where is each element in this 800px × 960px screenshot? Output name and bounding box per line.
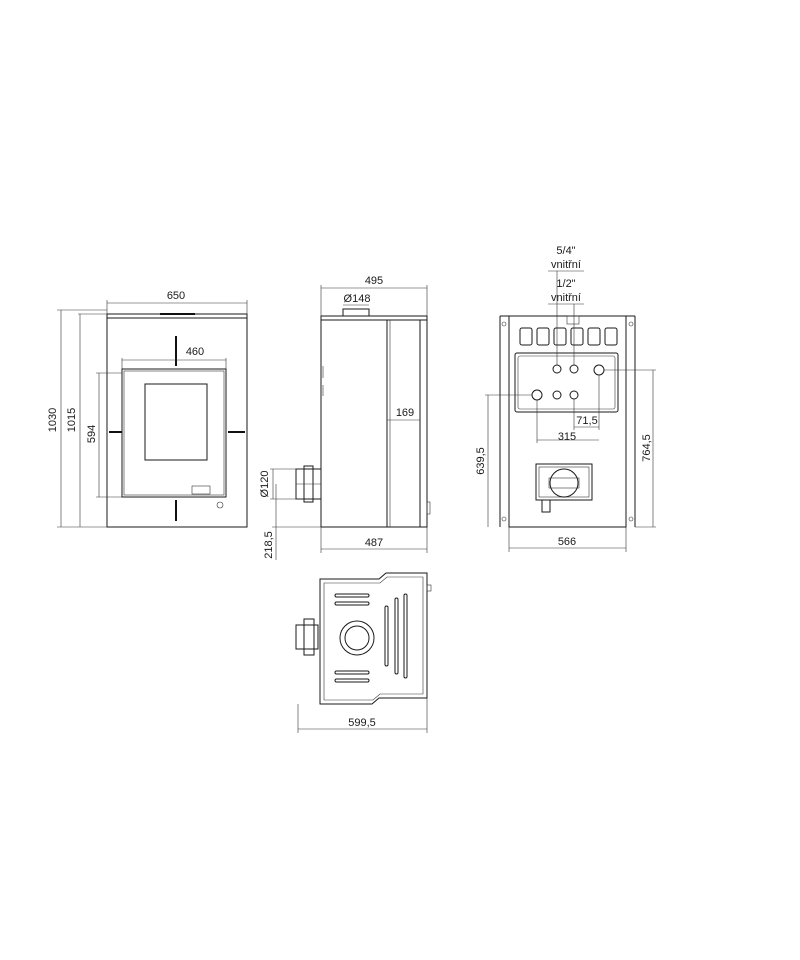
front-door-glass — [144, 383, 208, 461]
top-view: 599,5 — [295, 572, 432, 733]
back-connection-top-right — [569, 364, 579, 374]
back-fan-housing — [535, 463, 593, 501]
front-view: 650 460 1030 1015 594 — [47, 290, 248, 528]
back-body-outline — [508, 315, 627, 528]
dim-front-door-width: 460 — [186, 346, 204, 358]
front-door-outline — [121, 368, 227, 498]
front-door-handle — [191, 485, 211, 495]
back-connection-bottom-left — [552, 390, 562, 400]
side-top-flue — [342, 308, 370, 317]
side-view: 495 Ø148 169 Ø120 218,5 487 — [259, 275, 431, 560]
dim-side-flue-diameter: Ø148 — [344, 293, 371, 305]
dim-back-width: 566 — [558, 536, 576, 548]
dim-top-width: 599,5 — [348, 717, 376, 729]
side-back-panel — [386, 319, 421, 528]
back-connection-right — [593, 364, 605, 376]
callout-1-2-type: vnitřní — [551, 292, 581, 304]
dim-back-height-low: 639,5 — [475, 447, 487, 475]
callout-1-2-size: 1/2" — [556, 278, 575, 290]
dim-back-spacing-small: 71,5 — [576, 415, 597, 427]
dim-back-spacing-large: 315 — [558, 431, 576, 443]
dim-back-height-high: 764,5 — [641, 434, 653, 462]
back-vent-slots — [519, 327, 618, 346]
front-knob — [216, 501, 224, 509]
top-rear-flue — [295, 624, 319, 650]
dim-front-door-height: 594 — [86, 425, 98, 443]
side-body-outline — [320, 315, 428, 528]
back-view: 5/4" vnitřní 1/2" vnitřní 71,5 315 639,5… — [475, 245, 656, 552]
dim-side-depth-body: 487 — [365, 537, 383, 549]
back-connection-left — [531, 389, 543, 401]
top-flue-ring-inner — [344, 625, 370, 651]
callout-5-4-size: 5/4" — [556, 245, 575, 257]
back-fan-outlet — [549, 468, 579, 498]
callout-5-4-type: vnitřní — [551, 259, 581, 271]
dim-side-outlet-height: 218,5 — [263, 531, 275, 559]
dim-front-width: 650 — [167, 290, 185, 302]
dim-front-height-total: 1030 — [47, 408, 59, 432]
back-connection-panel — [514, 352, 619, 413]
top-vent-slots — [334, 593, 408, 683]
top-flue-ring-outer — [339, 620, 375, 656]
back-connection-top-left — [552, 364, 562, 374]
front-door-inner — [123, 370, 225, 496]
dim-side-back-panel-depth: 169 — [396, 407, 414, 419]
dim-side-outlet-diameter: Ø120 — [259, 471, 271, 498]
dim-front-height-body: 1015 — [66, 408, 78, 432]
back-connection-bottom-right — [569, 390, 579, 400]
dim-side-depth-total: 495 — [365, 275, 383, 287]
